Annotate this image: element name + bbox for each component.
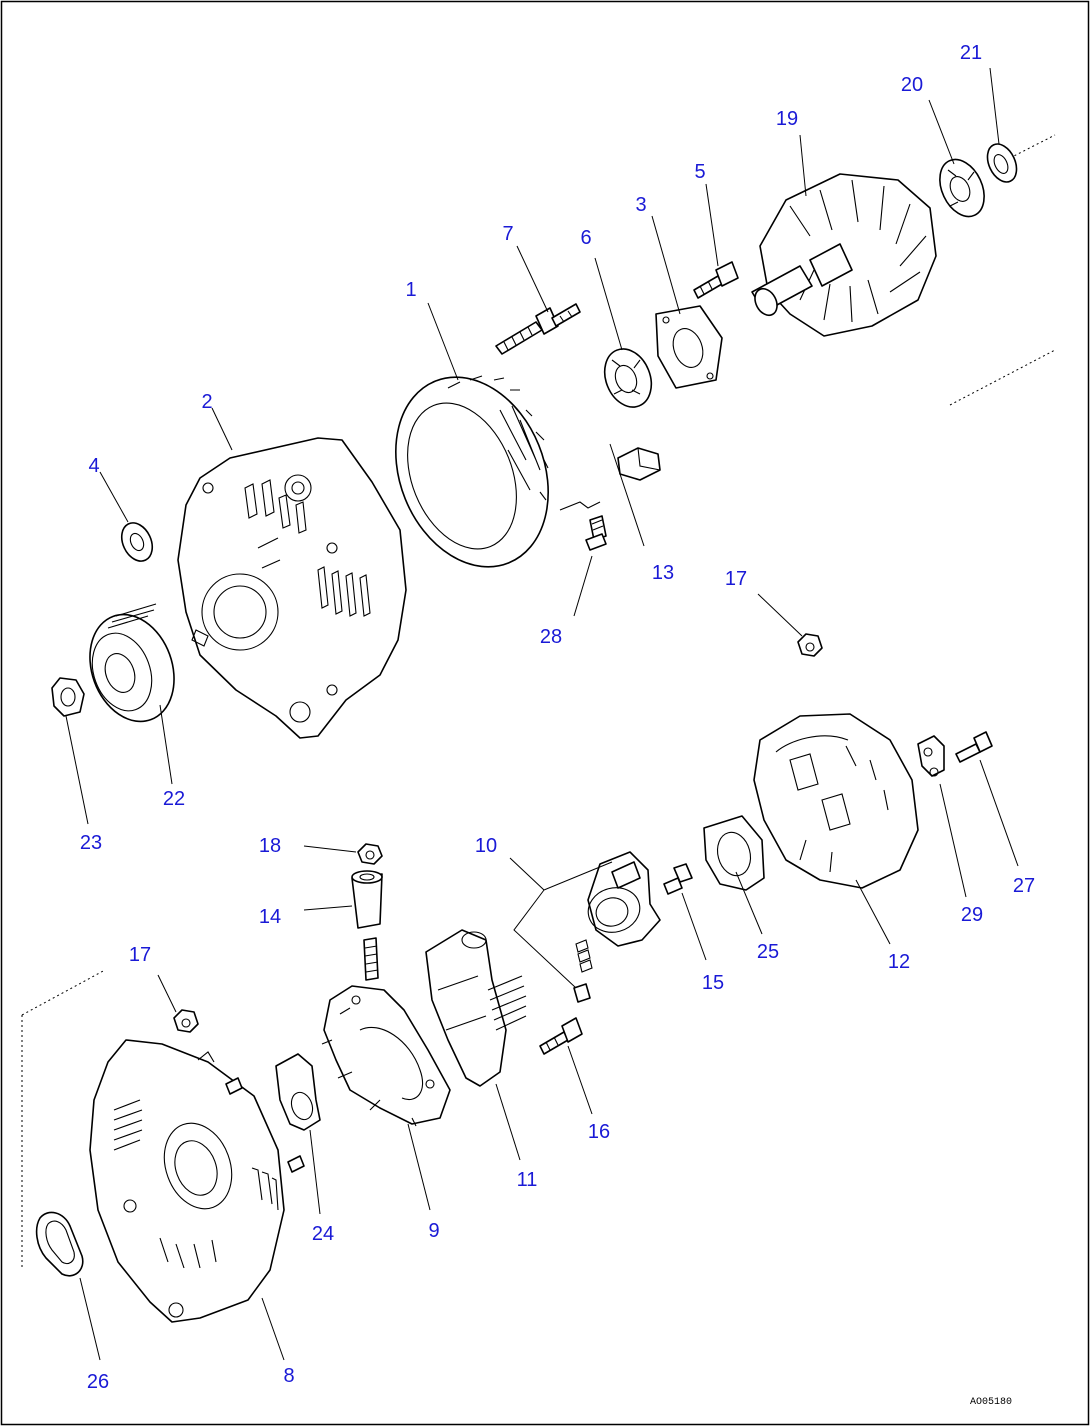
bearing-cover-icon: [986, 143, 1018, 183]
callout-13: 13: [652, 562, 674, 584]
callout-29: 29: [961, 904, 983, 926]
screw-icon: [663, 863, 693, 895]
callout-1: 1: [405, 279, 416, 301]
bolt-icon: [955, 731, 993, 763]
callout-3: 3: [635, 194, 646, 216]
stator-coil-icon: [395, 375, 601, 568]
callout-27: 27: [1013, 875, 1035, 897]
pulley-icon: [89, 603, 175, 723]
ic-regulator-icon: [425, 929, 527, 1087]
center-lines: [21, 134, 1056, 1270]
callout-22: 22: [163, 788, 185, 810]
callout-14: 14: [259, 906, 281, 928]
ball-bearing-icon: [603, 348, 653, 408]
callout-2: 2: [201, 391, 212, 413]
screw-icon: [585, 515, 607, 551]
stud-bolt-icon: [495, 303, 581, 355]
callout-9: 9: [428, 1220, 439, 1242]
gasket-icon: [35, 1211, 84, 1277]
callout-20: 20: [901, 74, 923, 96]
callout-17-upper: 17: [725, 568, 747, 590]
screw-icon: [693, 261, 739, 299]
drive-end-frame-icon: [177, 437, 407, 739]
part-callouts: 1 2 3 4 5 6 7 8 9 10 11 12 13 14 15 16 1…: [80, 42, 1035, 1393]
callout-16: 16: [588, 1121, 610, 1143]
terminal-insulator-icon: [351, 870, 383, 929]
callout-21: 21: [960, 42, 982, 64]
callout-7: 7: [502, 223, 513, 245]
pulley-nut-icon: [51, 677, 85, 717]
nut-icon: [173, 1009, 199, 1033]
screw-icon: [539, 1017, 583, 1055]
callout-26: 26: [87, 1371, 109, 1393]
terminal-clip-icon: [917, 735, 945, 777]
brush-holder-assembly-icon: [573, 851, 661, 1003]
callout-17-lower: 17: [129, 944, 151, 966]
callout-15: 15: [702, 972, 724, 994]
spacer-collar-icon: [120, 522, 154, 562]
callout-24: 24: [312, 1223, 334, 1245]
drawing-id: AO05180: [970, 1397, 1012, 1408]
callout-25: 25: [757, 941, 779, 963]
rectifier-holder-icon: [321, 937, 451, 1127]
ball-bearing-icon: [939, 158, 985, 218]
callout-5: 5: [694, 161, 705, 183]
callout-18: 18: [259, 835, 281, 857]
callout-28: 28: [540, 626, 562, 648]
callout-19: 19: [776, 108, 798, 130]
callout-10: 10: [475, 835, 497, 857]
callout-8: 8: [283, 1365, 294, 1387]
callout-4: 4: [88, 455, 99, 477]
leader-lines: [65, 67, 1019, 1361]
rubber-insulator-icon: [703, 815, 765, 891]
terminal-plate-icon: [275, 1053, 321, 1131]
nut-icon: [797, 633, 823, 657]
callout-6: 6: [580, 227, 591, 249]
rear-end-cover-icon: [753, 713, 919, 889]
callout-23: 23: [80, 832, 102, 854]
callout-12: 12: [888, 951, 910, 973]
insulator-icon: [617, 447, 661, 481]
nut-icon: [357, 843, 383, 865]
callout-11: 11: [517, 1169, 538, 1191]
bearing-retainer-plate-icon: [655, 305, 723, 389]
rotor-icon: [751, 173, 937, 337]
rectifier-end-frame-icon: [89, 1039, 305, 1323]
